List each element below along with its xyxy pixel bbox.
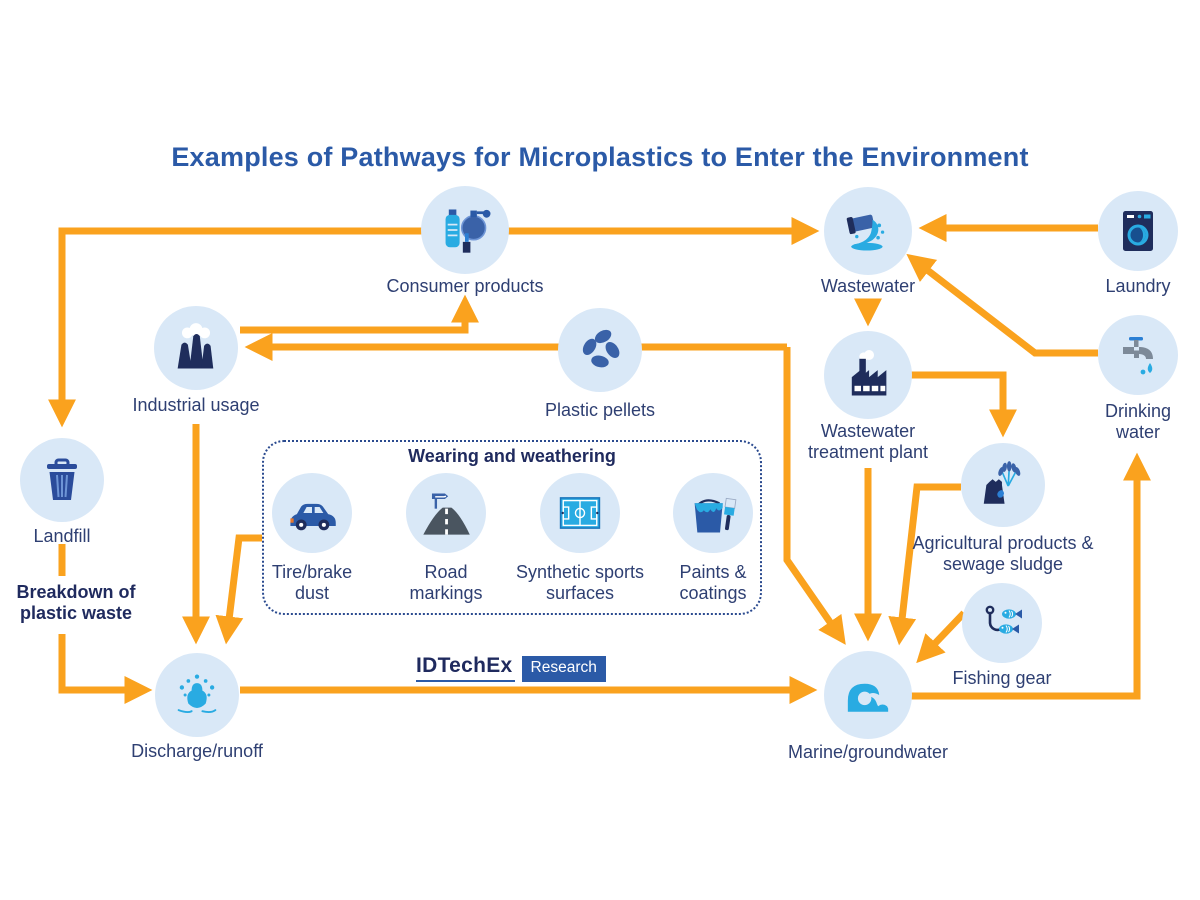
logo-division: Research bbox=[521, 656, 606, 682]
sports-field-icon bbox=[559, 497, 601, 529]
consumer-products-icon bbox=[445, 209, 491, 253]
node-label-tire: Tire/brake dust bbox=[271, 562, 353, 603]
splash-icon bbox=[177, 674, 217, 714]
node-label-laundry: Laundry bbox=[1105, 276, 1171, 296]
node-label-paints: Paints & coatings bbox=[679, 562, 747, 603]
edge-fishing-marine bbox=[916, 610, 967, 664]
edge-wwtp-agricultural bbox=[908, 371, 1017, 438]
node-discharge bbox=[155, 653, 239, 737]
car-icon bbox=[290, 503, 336, 531]
wearing-weathering-title: Wearing and weathering bbox=[408, 446, 616, 466]
node-label-consumer: Consumer products bbox=[386, 276, 544, 296]
road-icon bbox=[423, 493, 470, 535]
node-label-pellets: Plastic pellets bbox=[544, 400, 656, 420]
node-label-landfill: Landfill bbox=[33, 526, 91, 546]
edge-consumer-landfill bbox=[48, 227, 432, 428]
page-title: Examples of Pathways for Microplastics t… bbox=[171, 142, 1029, 172]
node-treatment-plant bbox=[824, 331, 912, 419]
edge-drinking-wastewater bbox=[906, 253, 1098, 357]
node-plastic-pellets bbox=[558, 308, 642, 392]
node-drinking-water bbox=[1098, 315, 1178, 395]
node-fishing-gear bbox=[962, 583, 1042, 663]
node-label-road: Road markings bbox=[409, 562, 483, 603]
faucet-icon bbox=[1123, 337, 1153, 375]
cooling-towers-icon bbox=[177, 323, 214, 369]
node-laundry bbox=[1098, 191, 1178, 271]
paint-bucket-icon bbox=[694, 497, 737, 533]
node-marine bbox=[824, 651, 912, 739]
node-label-discharge: Discharge/runoff bbox=[131, 741, 263, 761]
edge-breakdown-discharge bbox=[58, 634, 153, 704]
edge-weatheringbox-discharge bbox=[215, 534, 262, 645]
node-label-drinking: Drinking water bbox=[1104, 401, 1172, 442]
node-label-agricultural: Agricultural products & sewage sludge bbox=[912, 533, 1094, 574]
edge-pellets-marine bbox=[783, 347, 846, 645]
washing-machine-icon bbox=[1123, 211, 1153, 251]
node-road-markings bbox=[406, 473, 486, 553]
trash-can-icon bbox=[47, 458, 77, 500]
wearing-weathering-box bbox=[262, 440, 762, 615]
edge-industrial-consumer bbox=[240, 294, 479, 334]
edge-marine-drinking bbox=[910, 452, 1151, 700]
node-sports-surfaces bbox=[540, 473, 620, 553]
node-consumer-products bbox=[421, 186, 509, 274]
node-tire-brake-dust bbox=[272, 473, 352, 553]
node-industrial-usage bbox=[154, 306, 238, 390]
pellets-icon bbox=[582, 329, 620, 368]
node-label-industrial: Industrial usage bbox=[132, 395, 260, 415]
node-landfill bbox=[20, 438, 104, 522]
node-label-wastewater: Wastewater bbox=[820, 276, 916, 296]
node-label-marine: Marine/groundwater bbox=[787, 742, 949, 762]
node-agricultural bbox=[961, 443, 1045, 527]
wheat-sack-icon bbox=[983, 461, 1021, 504]
node-label-sports: Synthetic sports surfaces bbox=[515, 562, 645, 603]
node-paints-coatings bbox=[673, 473, 753, 553]
hook-fish-icon bbox=[985, 605, 1022, 634]
idtechex-logo: IDTechEx Research bbox=[416, 654, 606, 682]
node-label-fishing: Fishing gear bbox=[952, 668, 1052, 688]
wave-icon bbox=[847, 683, 889, 712]
edge-agricultural-marine bbox=[888, 483, 961, 646]
wastewater-pipe-icon bbox=[846, 214, 885, 251]
treatment-plant-icon bbox=[851, 350, 887, 396]
node-wastewater bbox=[824, 187, 912, 275]
node-label-wwtp: Wastewater treatment plant bbox=[807, 421, 929, 462]
logo-brand: IDTechEx bbox=[416, 654, 515, 682]
breakdown-note: Breakdown of plastic waste bbox=[16, 582, 136, 623]
